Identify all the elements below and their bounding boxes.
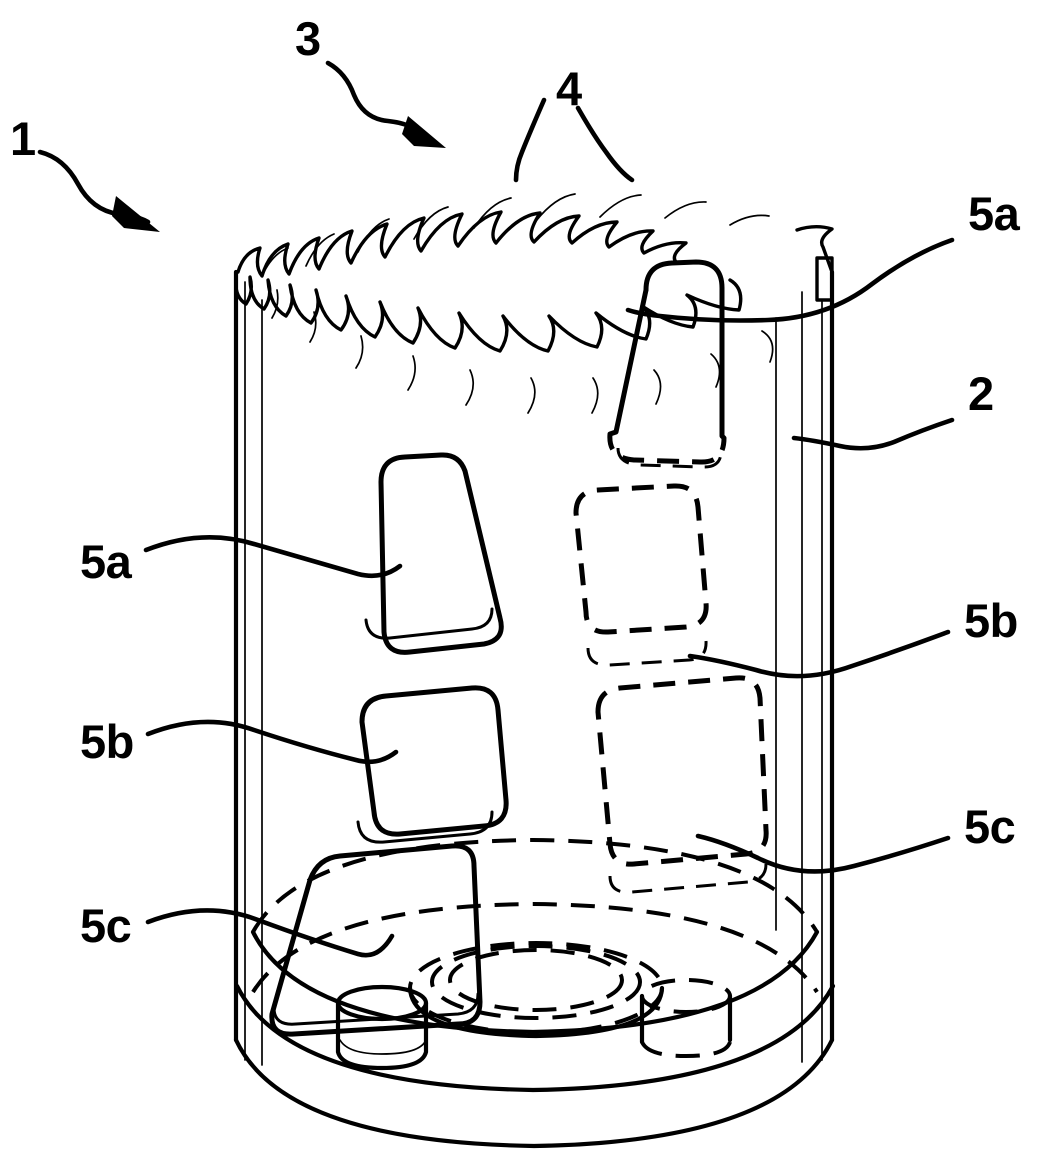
- ref-label-3: 3: [295, 12, 321, 65]
- cutout-5a-rear-visible: [643, 259, 725, 439]
- base-plate-top-rear-arc: [251, 838, 819, 934]
- cutout-5b-rear: [573, 483, 709, 667]
- cutout-5c-rear-thickness: [608, 863, 768, 894]
- leader-line-5c-right: [695, 833, 951, 874]
- leader-line-4-right: [575, 105, 635, 183]
- leader-line-5c-left: [145, 908, 395, 958]
- drive-pin-left-edge-line: [339, 1039, 427, 1055]
- leader-line-5a-top: [625, 237, 955, 323]
- leader-ref-3: [325, 60, 446, 148]
- front-tooth-row: [234, 275, 743, 353]
- ref-label-1: 1: [10, 112, 36, 165]
- leader-line-2: [791, 417, 955, 451]
- drive-pin-right-top: [640, 978, 732, 1014]
- arrow-head-3: [402, 116, 446, 148]
- ref-label-5c-right: 5c: [964, 800, 1015, 853]
- toothed-rim: [234, 193, 834, 414]
- ref-label-5a-top: 5a: [968, 187, 1021, 240]
- cutout-5b-rear-outline: [573, 483, 709, 635]
- leader-ref-4: [513, 97, 635, 183]
- cutout-5b-front-thickness: [356, 810, 494, 844]
- cutout-5c-rear: [595, 675, 769, 894]
- ref-label-5b-right: 5b: [964, 594, 1018, 647]
- leader-ref-2: [791, 417, 955, 451]
- rim-right-corner: [815, 256, 834, 307]
- cylinder-bottom-arc: [233, 1037, 835, 1149]
- cutout-5a-front: [364, 452, 504, 655]
- drive-pin-right: [639, 978, 733, 1058]
- base-plate-bottom-front-arc: [234, 983, 836, 1093]
- leader-ref-5b-left: [145, 719, 399, 765]
- ref-label-5a-left: 5a: [80, 535, 133, 588]
- rear-tooth-row-right: [795, 225, 834, 274]
- cutout-5a-front-thickness: [364, 607, 494, 640]
- hub-inner-ring: [448, 948, 624, 1012]
- leader-ref-5a-top: [625, 237, 955, 323]
- ref-label-2: 2: [968, 367, 994, 420]
- leader-ref-5c-right: [695, 833, 951, 874]
- hub-front-wall: [407, 985, 665, 1039]
- leader-line-4-left: [513, 97, 547, 183]
- cutout-5a-front-outline: [378, 452, 504, 655]
- ref-label-4: 4: [556, 62, 582, 115]
- cutout-5a-rear-hidden: [607, 429, 727, 465]
- cutout-5a-rear: [607, 259, 727, 469]
- leader-line-5b-left: [145, 719, 399, 765]
- leader-line-5b-right: [687, 629, 951, 679]
- cutout-5c-front-outline: [269, 843, 483, 1037]
- leader-ref-5c-left: [145, 908, 395, 958]
- leader-line-5a-left: [143, 535, 403, 579]
- ref-label-5b-left: 5b: [80, 715, 134, 768]
- cutout-5b-front: [356, 685, 509, 844]
- leader-ref-1: [37, 149, 160, 232]
- hub-middle-ring: [430, 944, 642, 1020]
- rear-tooth-row: [236, 210, 688, 278]
- cutout-5a-rear-thickness: [616, 447, 723, 469]
- drive-pin-left: [335, 984, 429, 1071]
- leader-line-3: [325, 60, 417, 132]
- cutout-5c-front: [269, 843, 483, 1037]
- drive-pin-right-bottom: [640, 1040, 732, 1058]
- center-hub: [407, 941, 665, 1039]
- arrow-head-1: [112, 196, 160, 232]
- base-plate-top-front-arc: [250, 929, 820, 1035]
- drive-pin-left-body: [335, 1000, 429, 1071]
- leader-ref-5a-left: [143, 535, 403, 579]
- cutout-5b-rear-thickness: [586, 640, 708, 667]
- rear-tooth-inner-contour: [261, 193, 770, 277]
- cutout-5c-rear-outline: [595, 675, 769, 867]
- ref-label-5c-left: 5c: [80, 899, 131, 952]
- base-plate-bottom-rear-arc: [251, 902, 819, 994]
- cutout-5b-front-outline: [359, 685, 509, 837]
- base-plate: [233, 838, 836, 1149]
- front-tooth-inner-contour: [271, 289, 774, 414]
- leader-ref-5b-right: [687, 629, 951, 679]
